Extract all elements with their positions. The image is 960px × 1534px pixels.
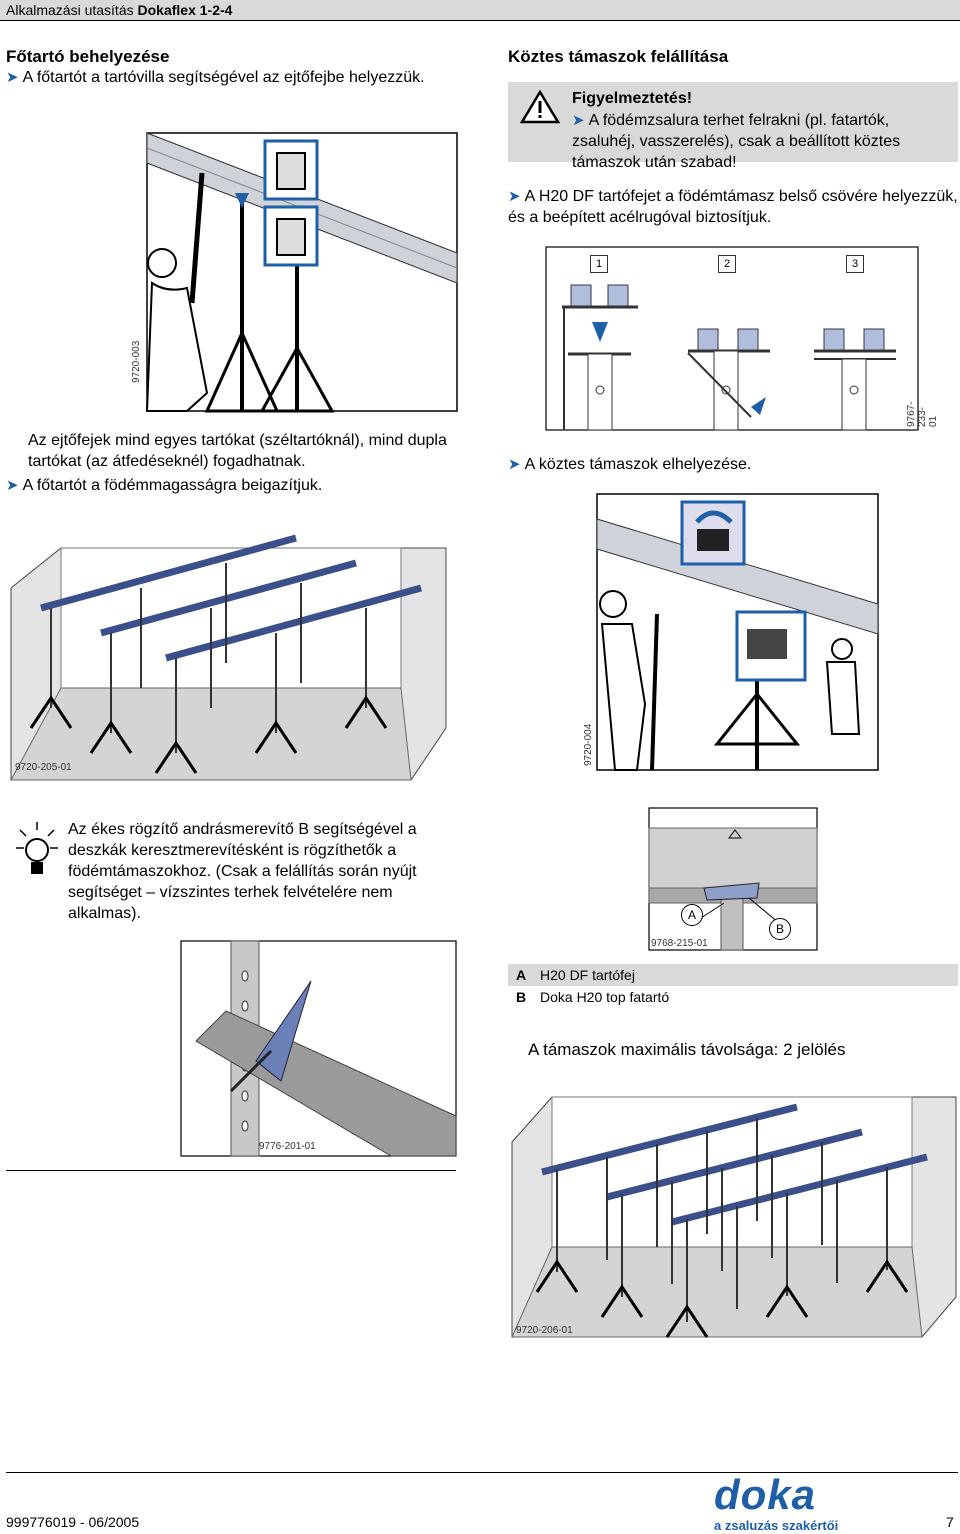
lightbulb-icon — [16, 822, 58, 882]
left-rule — [6, 1170, 456, 1171]
arrow-icon: ➤ — [508, 188, 521, 205]
figure-beam-placement: 9720-003 — [131, 132, 458, 413]
max-distance-note: A támaszok maximális távolsága: 2 jelölé… — [528, 1040, 846, 1059]
page-header: Alkalmazási utasítás Dokaflex 1-2-4 — [0, 0, 960, 20]
figure-head-mounting: 1 2 3 9767-233-01 — [545, 246, 939, 431]
header-title: Alkalmazási utasítás Dokaflex 1-2-4 — [6, 2, 233, 18]
left-para-1: Az ejtőfejek mind egyes tartókat (szélta… — [28, 432, 447, 470]
right-step-1: ➤A H20 DF tartófejet a födémtámasz belső… — [508, 188, 958, 226]
doka-logo: doka a zsaluzás szakértői — [714, 1474, 850, 1534]
warning-title: Figyelmeztetés! — [572, 90, 693, 107]
intermediate-props-illustration — [596, 493, 879, 771]
figure-room-props: 9720-205-01 — [10, 534, 449, 781]
figure-code: 9776-201-01 — [259, 1141, 316, 1152]
tip-text: Az ékes rögzítő andrásmerevítő B segítsé… — [68, 821, 417, 922]
wedge-clamp-illustration — [180, 940, 457, 1157]
arrow-icon: ➤ — [508, 456, 521, 473]
footer-rule — [6, 1472, 958, 1473]
right-step-2: ➤A köztes támaszok elhelyezése. — [508, 456, 752, 473]
figure-code: 9720-004 — [583, 723, 594, 766]
left-section: Főtartó behelyezése ➤A főtartót a tartóv… — [6, 47, 456, 88]
left-heading: Főtartó behelyezése — [6, 47, 170, 66]
callout-b: B — [769, 918, 791, 940]
warning-icon — [519, 89, 561, 124]
figure-intermediate-props: 9720-004 — [583, 493, 879, 771]
warning-text: ➤A födémzsalura terhet felrakni (pl. fat… — [572, 112, 901, 171]
figure-head-detail: A B 9768-215-01 — [648, 807, 818, 951]
header-rule — [0, 20, 960, 21]
head-detail-illustration — [648, 807, 818, 951]
step-number-2: 2 — [718, 255, 736, 273]
figure-code: 9767-233-01 — [906, 401, 939, 427]
right-heading: Köztes támaszok felállítása — [508, 47, 729, 66]
left-step-2: ➤A főtartót a födémmagasságra beigazítju… — [6, 477, 323, 494]
beam-placement-illustration — [145, 132, 458, 413]
head-mounting-illustration — [545, 246, 919, 431]
figure-code: 9720-003 — [131, 340, 142, 383]
callout-a: A — [681, 904, 703, 926]
arrow-icon: ➤ — [6, 69, 19, 86]
room-props-illustration — [10, 534, 447, 781]
props — [50, 563, 367, 753]
logo-wordmark: doka — [714, 1471, 817, 1518]
figure-wedge-clamp: 9776-201-01 — [180, 940, 457, 1157]
figure-code: 9768-215-01 — [651, 938, 708, 949]
page-number: 7 — [946, 1514, 954, 1530]
figure-room-max-spacing: 9720-206-01 — [511, 1096, 957, 1338]
left-step-1: ➤A főtartót a tartóvilla segítségével az… — [6, 69, 425, 86]
logo-tagline: a zsaluzás szakértői — [714, 1518, 839, 1533]
tripods — [29, 695, 388, 774]
step-number-3: 3 — [846, 255, 864, 273]
warning-box: Figyelmeztetés! ➤A födémzsalura terhet f… — [508, 82, 958, 171]
arrow-icon: ➤ — [572, 112, 585, 129]
figure-code: 9720-205-01 — [15, 762, 72, 773]
step-number-1: 1 — [590, 255, 608, 273]
footer-doc-number: 999776019 - 06/2005 — [6, 1514, 140, 1530]
room-max-spacing-illustration — [511, 1096, 957, 1338]
figure-code: 9720-206-01 — [516, 1325, 573, 1336]
main-beams — [40, 534, 422, 662]
arrow-icon: ➤ — [6, 477, 19, 494]
